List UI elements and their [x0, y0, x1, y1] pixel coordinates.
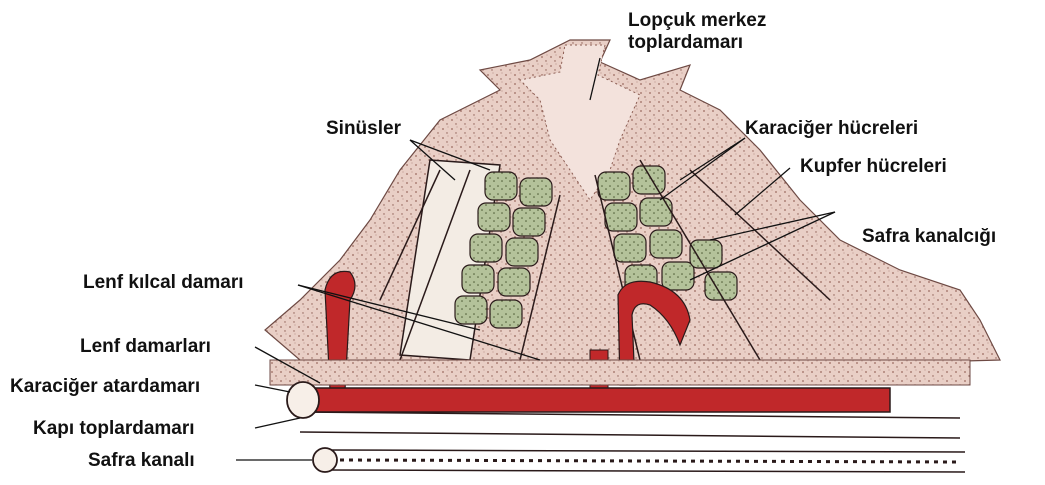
label-portal-vein: Kapı toplardamarı — [33, 418, 195, 440]
vessel-cross-section — [287, 382, 319, 418]
label-lymph-capillary: Lenf kılcal damarı — [83, 272, 244, 294]
portal-tract — [270, 360, 970, 385]
bile-duct — [313, 448, 965, 472]
label-kupffer-cells: Kupfer hücreleri — [800, 156, 947, 178]
hepatic-artery — [300, 388, 890, 412]
label-lymph-vessels: Lenf damarları — [80, 336, 211, 358]
label-central-vein-line2: toplardamarı — [628, 32, 743, 54]
label-bile-canaliculus: Safra kanalcığı — [862, 226, 996, 248]
label-hepatic-artery: Karaciğer atardamarı — [10, 376, 200, 398]
label-bile-duct: Safra kanalı — [88, 450, 195, 472]
label-sinusoids: Sinüsler — [326, 118, 401, 140]
label-hepatocytes: Karaciğer hücreleri — [745, 118, 918, 140]
portal-vein — [300, 412, 960, 438]
label-central-vein-line1: Lopçuk merkez — [628, 10, 766, 32]
